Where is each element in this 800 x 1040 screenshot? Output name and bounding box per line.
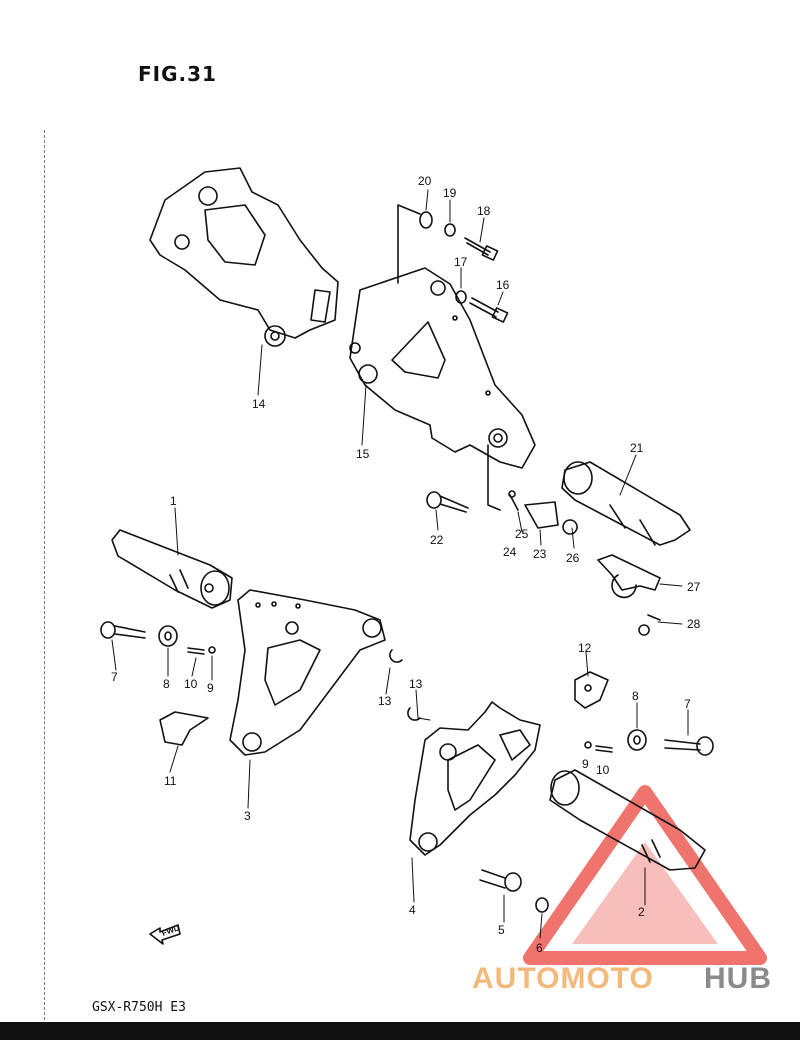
callout-27: 27 xyxy=(687,580,701,594)
callout-13-a: 13 xyxy=(378,694,392,708)
callout-9-right: 9 xyxy=(582,757,589,771)
callout-18: 18 xyxy=(477,204,491,218)
upper-hardware xyxy=(397,204,509,323)
part-27-plate xyxy=(597,554,661,636)
callout-3: 3 xyxy=(244,809,251,823)
callout-28: 28 xyxy=(687,617,701,631)
callout-10-right: 10 xyxy=(596,763,610,777)
callout-23: 23 xyxy=(533,547,547,561)
callout-17: 17 xyxy=(454,255,468,269)
callout-8-left: 8 xyxy=(163,677,170,691)
part-1-footpeg xyxy=(111,529,233,609)
part-21-footpeg xyxy=(561,461,691,546)
callout-4: 4 xyxy=(409,903,416,917)
callout-15: 15 xyxy=(356,447,370,461)
callout-26: 26 xyxy=(566,551,580,565)
callout-7-left: 7 xyxy=(111,670,118,684)
callout-2: 2 xyxy=(638,905,645,919)
callout-25: 25 xyxy=(515,527,529,541)
callout-7-right: 7 xyxy=(684,697,691,711)
callout-14: 14 xyxy=(252,397,266,411)
callout-22: 22 xyxy=(430,533,444,547)
callout-19: 19 xyxy=(443,186,457,200)
callout-12: 12 xyxy=(578,641,592,655)
callout-5: 5 xyxy=(498,923,505,937)
callout-20: 20 xyxy=(418,174,432,188)
callout-labels: 20 19 18 17 16 14 15 21 22 25 24 23 26 2… xyxy=(111,174,701,955)
bottom-hardware xyxy=(479,869,549,913)
margin-line xyxy=(44,130,45,1020)
bottom-border xyxy=(0,1022,800,1040)
watermark-text: AUTOMOTO HUB xyxy=(472,962,772,995)
part-3-bracket xyxy=(229,589,386,756)
callout-10-left: 10 xyxy=(184,677,198,691)
callout-16: 16 xyxy=(496,278,510,292)
callout-13-b: 13 xyxy=(409,677,423,691)
callout-11: 11 xyxy=(164,774,177,788)
leader-lines xyxy=(111,189,689,939)
callout-24: 24 xyxy=(503,545,517,559)
fwd-arrow-icon xyxy=(149,924,181,945)
callout-1: 1 xyxy=(170,494,177,508)
callout-9-left: 9 xyxy=(207,681,214,695)
watermark-part1: AUTOMOTO xyxy=(472,962,654,995)
model-code: GSX-R750H E3 xyxy=(92,1000,186,1015)
figure-title: FIG.31 xyxy=(138,62,217,86)
lower-hardware-group xyxy=(426,444,578,535)
part-4-bracket xyxy=(409,701,541,856)
part-15-bracket xyxy=(349,267,536,469)
right-hardware xyxy=(584,729,714,756)
callout-8-right: 8 xyxy=(632,689,639,703)
part-2-footpeg xyxy=(549,769,706,871)
part-14-bracket xyxy=(149,167,339,347)
left-hardware xyxy=(100,621,216,746)
callout-21: 21 xyxy=(630,441,644,455)
part-13-clips xyxy=(389,649,421,721)
callout-6: 6 xyxy=(536,941,543,955)
part-12-bracket xyxy=(574,671,609,709)
watermark-part2: HUB xyxy=(704,962,772,995)
